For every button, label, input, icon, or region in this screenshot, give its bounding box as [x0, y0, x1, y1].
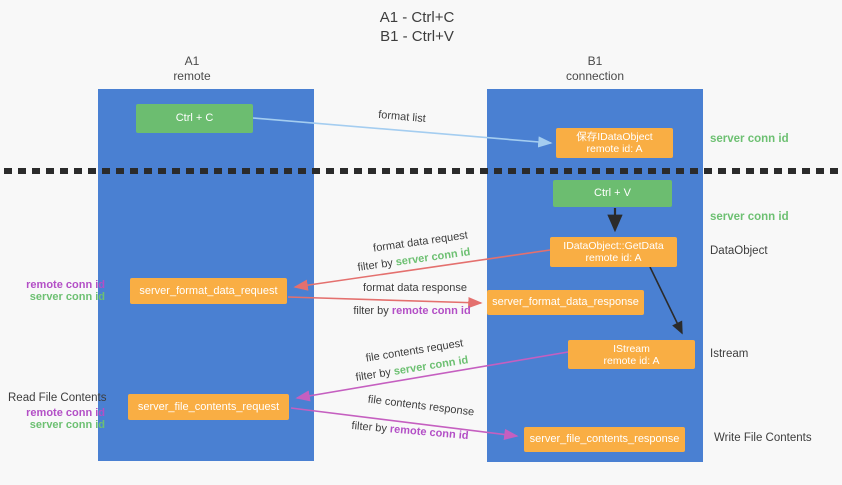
- label-conn-ids-format-left: remote conn id server conn id: [8, 279, 105, 303]
- title-line-1: A1 - Ctrl+C: [379, 9, 455, 26]
- file-contents-request-arrow: [295, 351, 569, 402]
- lane-header-a1: A1 remote: [132, 54, 252, 84]
- filter-prefix: filter by: [353, 305, 389, 317]
- label-read-file-contents: Read File Contents: [8, 392, 107, 404]
- node-server-format-data-response: server_format_data_response: [487, 290, 644, 315]
- title-line-2: B1 - Ctrl+V: [380, 28, 454, 45]
- node-ctrl-c: Ctrl + C: [136, 104, 253, 133]
- label-format-data-response: format data response: [363, 282, 467, 294]
- label-filter-by-remote-conn-id-format: filter by remote conn id: [342, 305, 482, 317]
- node-getdata-line2: remote id: A: [585, 252, 642, 264]
- label-server-conn-id-format: server conn id: [29, 291, 105, 303]
- format-list-arrow: [252, 117, 553, 148]
- node-server-file-contents-response-label: server_file_contents_response: [529, 433, 680, 445]
- node-server-format-data-request: server_format_data_request: [130, 278, 287, 304]
- node-save-idataobject: 保存IDataObject remote id: A: [556, 128, 673, 158]
- node-save-idataobject-line1: 保存IDataObject: [576, 131, 653, 143]
- label-server-conn-id-mid: server conn id: [710, 211, 789, 223]
- session-divider-dashed-line: [4, 168, 838, 174]
- node-server-format-data-request-label: server_format_data_request: [139, 284, 278, 297]
- lane-a1-name: A1: [184, 54, 200, 68]
- format-data-request-arrow: [293, 249, 551, 291]
- node-idataobject-getdata: IDataObject::GetData remote id: A: [550, 237, 677, 267]
- lane-header-b1: B1 connection: [535, 54, 655, 84]
- node-ctrl-c-label: Ctrl + C: [175, 112, 214, 124]
- node-getdata-line1: IDataObject::GetData: [563, 240, 664, 252]
- lane-b1-subtitle: connection: [565, 69, 625, 83]
- diagram-title: A1 - Ctrl+C B1 - Ctrl+V: [317, 8, 517, 46]
- node-ctrl-v-label: Ctrl + V: [594, 187, 631, 199]
- label-server-conn-id-top: server conn id: [710, 133, 789, 145]
- node-server-file-contents-request: server_file_contents_request: [128, 394, 289, 420]
- label-write-file-contents: Write File Contents: [714, 432, 812, 444]
- label-istream: Istream: [710, 348, 749, 360]
- label-dataobject: DataObject: [710, 245, 768, 257]
- node-server-file-contents-request-label: server_file_contents_request: [137, 400, 280, 413]
- file-contents-response-arrow: [290, 407, 519, 440]
- node-istream: IStream remote id: A: [568, 340, 695, 369]
- node-server-file-contents-response: server_file_contents_response: [524, 427, 685, 452]
- label-file-left-block: Read File Contents remote conn id server…: [8, 392, 107, 431]
- label-server-conn-id-file: server conn id: [29, 419, 105, 431]
- node-ctrl-v: Ctrl + V: [553, 180, 672, 207]
- getdata-to-istream-arrow: [649, 266, 683, 335]
- filter-key-remote-conn-id: remote conn id: [391, 305, 471, 317]
- format-data-response-arrow: [287, 296, 483, 309]
- node-server-format-data-response-label: server_format_data_response: [492, 296, 639, 308]
- node-istream-line2: remote id: A: [603, 354, 660, 367]
- node-save-idataobject-line2: remote id: A: [586, 143, 643, 155]
- lane-b1-name: B1: [587, 54, 603, 68]
- node-istream-line1: IStream: [613, 342, 650, 355]
- label-remote-conn-id-format: remote conn id: [26, 279, 105, 291]
- lane-a1-subtitle: remote: [173, 69, 211, 83]
- label-remote-conn-id-file: remote conn id: [26, 407, 105, 419]
